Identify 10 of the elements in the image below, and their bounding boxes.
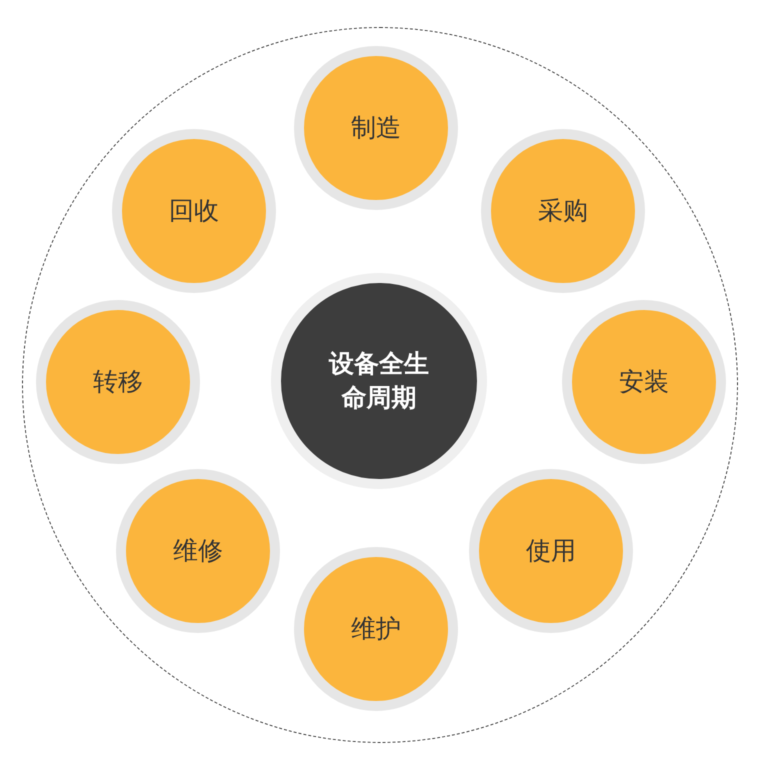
- center-label: 设备全生命周期: [328, 348, 430, 414]
- stage-label: 制造: [351, 112, 401, 144]
- stage-label: 转移: [93, 366, 143, 398]
- stage-label: 采购: [538, 195, 588, 228]
- stage-label: 维修: [173, 535, 223, 568]
- stage-label: 回收: [169, 195, 219, 228]
- dashed-boundary-circle: [22, 27, 738, 743]
- stage-label: 维护: [351, 613, 401, 646]
- stage-label: 安装: [619, 366, 669, 398]
- stage-label: 使用: [526, 535, 576, 568]
